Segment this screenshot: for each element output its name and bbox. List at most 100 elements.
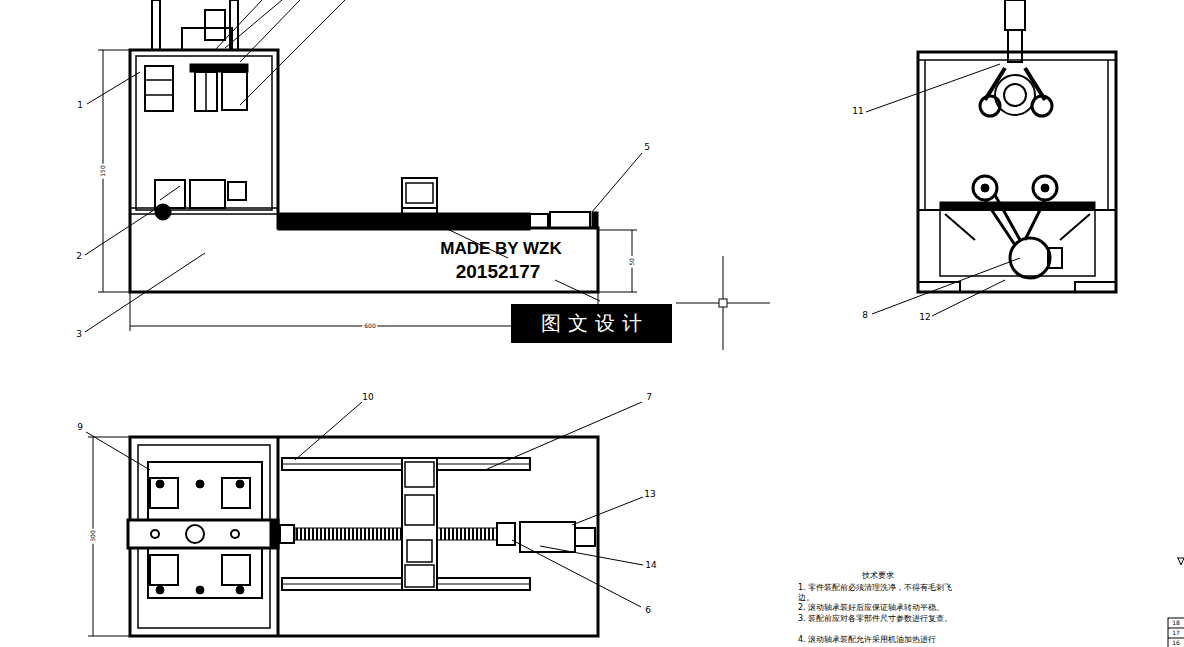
callout-number: 6 (645, 606, 651, 616)
dimension-line (98, 50, 130, 51)
maker-text: MADE BY WZK (440, 240, 562, 259)
leader-line (240, 0, 300, 62)
title-block (1168, 618, 1184, 647)
front-view (592, 212, 598, 228)
dimension-text: 300 (90, 528, 97, 543)
callout-number: 9 (77, 423, 83, 433)
leader-line (85, 0, 642, 332)
plan-view (280, 525, 294, 543)
side-view (1060, 214, 1090, 240)
title-block (1177, 558, 1184, 565)
leader-line (87, 72, 140, 104)
plan-view (150, 478, 178, 508)
side-view (918, 0, 1116, 292)
dimension-line (88, 636, 130, 637)
front-view (160, 186, 180, 200)
leader-line (872, 258, 1020, 314)
plan-view (128, 437, 598, 636)
dimension-text: 600 (362, 323, 377, 330)
front-view (155, 180, 185, 208)
front-view (195, 72, 217, 111)
side-view (1032, 96, 1052, 116)
leader-line (592, 153, 642, 212)
plan-view (407, 540, 432, 562)
plan-view (405, 495, 434, 525)
dimension-line (598, 292, 599, 304)
dimension-line (598, 292, 637, 293)
front-view (136, 56, 272, 210)
front-view (402, 178, 437, 208)
technical-note: 3. 装配前应对各零部件尺寸参数进行复查。 (798, 615, 952, 624)
front-view (130, 0, 598, 292)
front-view (530, 214, 548, 228)
plan-view (186, 525, 204, 543)
leader-line (866, 64, 1020, 316)
plan-view (402, 458, 437, 590)
side-view (973, 176, 997, 200)
front-view (205, 10, 225, 40)
plan-view (405, 565, 434, 587)
leader-line (555, 280, 600, 301)
callout-number: 1 (77, 101, 83, 111)
callout-number: 2 (76, 252, 82, 262)
front-view (145, 94, 173, 96)
dimension-text: 150 (100, 163, 107, 178)
plan-view (196, 480, 204, 488)
technical-note: 2. 滚动轴承装好后应保证轴承转动平稳。 (798, 604, 944, 613)
front-view (402, 208, 437, 228)
leader-line (85, 253, 205, 332)
band-text: 图文设计 (534, 310, 649, 337)
leader-line (572, 497, 643, 525)
callout-number: 7 (646, 393, 652, 403)
title-block (1168, 558, 1184, 647)
side-view (940, 202, 1095, 210)
plan-view (270, 520, 278, 548)
title-block (1168, 638, 1184, 639)
leader-line (85, 206, 160, 255)
side-view (1041, 184, 1049, 192)
leader-line (512, 540, 641, 607)
title-block-cell: 17 (1172, 630, 1180, 637)
front-view (205, 72, 207, 111)
side-view (1004, 84, 1026, 106)
plan-view (156, 586, 164, 594)
front-view (228, 182, 246, 200)
plan-view (236, 586, 244, 594)
leader-line (225, 0, 282, 48)
front-view (222, 72, 247, 110)
side-view (1033, 176, 1057, 200)
callout-number: 12 (919, 313, 930, 323)
callout-number: 13 (644, 490, 655, 500)
leader-line (240, 0, 345, 105)
side-view (981, 184, 989, 192)
side-view (1005, 0, 1025, 30)
plan-view (497, 523, 515, 545)
callout-number: 14 (645, 561, 656, 571)
side-view (918, 59, 1116, 61)
dimension-line (598, 230, 637, 231)
front-view (406, 183, 433, 203)
leader-line (86, 432, 150, 470)
callout-number: 11 (852, 107, 863, 117)
leader-line (295, 402, 362, 460)
leader-line (485, 402, 642, 470)
dimension-line (98, 292, 130, 293)
side-view (924, 60, 926, 210)
side-view (980, 96, 1000, 116)
dimension-line (130, 292, 131, 331)
technical-note: 1. 零件装配前必须清理洗净，不得有毛刺飞边。 (798, 583, 958, 603)
front-view (145, 79, 173, 81)
front-view (190, 180, 225, 208)
side-view (1048, 248, 1062, 268)
leader-line (932, 280, 1005, 316)
plan-view (222, 478, 250, 508)
plan-view (196, 586, 204, 594)
side-view (1008, 30, 1022, 62)
notes-heading: 技术要求 (862, 572, 894, 581)
plan-view (405, 462, 434, 487)
dimension-text: 50 (629, 256, 636, 268)
front-view (145, 66, 173, 111)
dimension-line (88, 50, 637, 636)
title-block-cell: 16 (1172, 640, 1180, 647)
plan-view (156, 480, 164, 488)
